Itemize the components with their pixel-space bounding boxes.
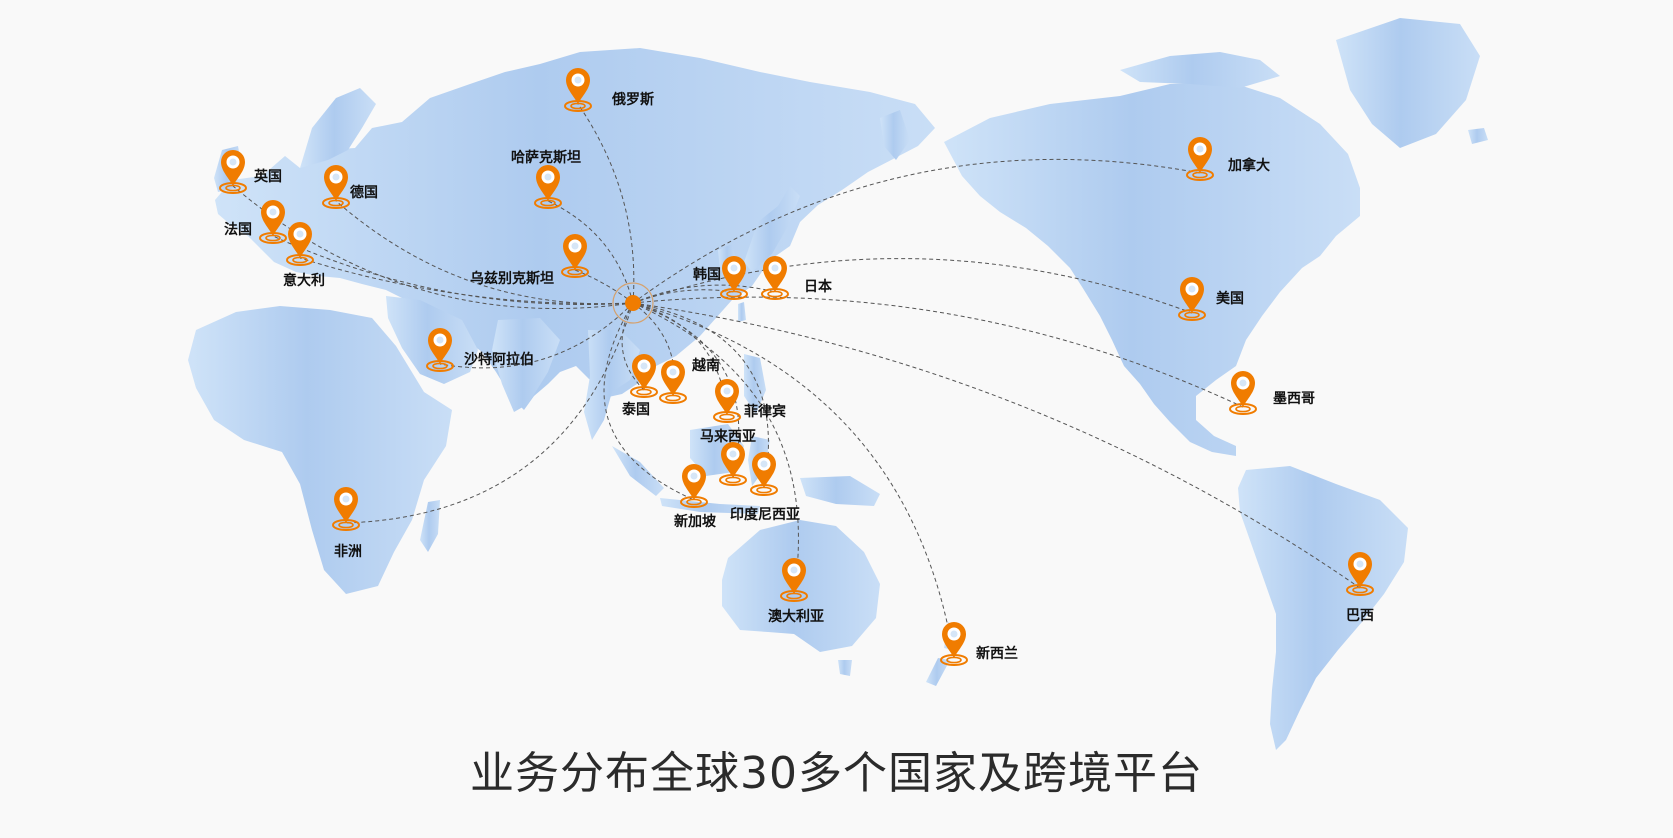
route-line-russia bbox=[577, 103, 635, 304]
route-lines bbox=[232, 103, 1361, 659]
location-label-usa: 美国 bbox=[1216, 290, 1244, 307]
location-pin-icon-newzealand[interactable] bbox=[940, 621, 968, 666]
location-label-saudi: 沙特阿拉伯 bbox=[464, 351, 534, 368]
location-label-mexico: 墨西哥 bbox=[1273, 391, 1315, 407]
tasmania-landmass bbox=[838, 660, 852, 676]
north-america-landmass bbox=[944, 82, 1360, 456]
scandinavia-landmass bbox=[300, 88, 376, 168]
iceland-landmass bbox=[1468, 128, 1488, 144]
indochina-landmass bbox=[584, 330, 640, 440]
location-label-indonesia: 印度尼西亚 bbox=[730, 506, 800, 523]
australia-landmass bbox=[722, 520, 880, 652]
location-label-france: 法国 bbox=[224, 221, 252, 238]
location-pin-icon-indonesia[interactable] bbox=[750, 451, 778, 496]
page-caption: 业务分布全球30多个国家及跨境平台 bbox=[470, 748, 1203, 799]
location-label-singapore: 新加坡 bbox=[674, 513, 717, 530]
south-america-landmass bbox=[1238, 466, 1408, 750]
location-label-vietnam: 越南 bbox=[691, 357, 720, 374]
location-label-brazil: 巴西 bbox=[1346, 608, 1374, 624]
new-zealand-south-landmass bbox=[926, 658, 950, 686]
sumatra-landmass bbox=[612, 446, 664, 496]
philippines-landmass bbox=[744, 354, 766, 414]
hub-ring bbox=[612, 282, 654, 324]
hub-marker bbox=[612, 282, 654, 324]
location-label-africa: 非洲 bbox=[334, 543, 362, 560]
location-label-canada: 加拿大 bbox=[1227, 157, 1270, 174]
location-label-philippines: 菲律宾 bbox=[744, 403, 786, 420]
route-line-canada bbox=[632, 158, 1201, 304]
route-line-philippines bbox=[632, 302, 728, 416]
location-pin-icon-vietnam[interactable] bbox=[659, 359, 687, 404]
hub-icon[interactable] bbox=[625, 295, 641, 311]
location-pin-icon-malaysia[interactable] bbox=[719, 441, 747, 486]
location-label-uk: 英国 bbox=[253, 168, 282, 185]
new-guinea-landmass bbox=[800, 476, 880, 506]
route-line-italy bbox=[299, 257, 634, 305]
greenland-landmass bbox=[1336, 18, 1480, 148]
route-line-thailand bbox=[621, 302, 645, 391]
location-label-thailand: 泰国 bbox=[621, 401, 650, 418]
route-line-australia bbox=[632, 302, 799, 595]
taiwan-landmass bbox=[738, 302, 746, 322]
eurasia-landmass bbox=[215, 48, 935, 410]
continents bbox=[188, 18, 1488, 750]
location-label-newzealand: 新西兰 bbox=[976, 645, 1018, 662]
route-line-japan bbox=[632, 284, 776, 304]
india-landmass bbox=[492, 318, 560, 412]
route-line-newzealand bbox=[632, 302, 955, 659]
japan-landmass bbox=[744, 186, 800, 272]
location-pin-icon-japan[interactable] bbox=[761, 255, 789, 300]
route-line-kazakhstan bbox=[547, 200, 634, 304]
location-label-japan: 日本 bbox=[804, 278, 833, 295]
location-pin-icon-mexico[interactable] bbox=[1229, 370, 1257, 415]
route-line-singapore bbox=[603, 302, 695, 501]
route-line-africa bbox=[345, 302, 634, 524]
location-label-uzbekistan: 乌兹别克斯坦 bbox=[470, 270, 554, 287]
route-line-malaysia bbox=[632, 302, 740, 479]
africa-landmass bbox=[188, 306, 452, 594]
arctic-islands-landmass bbox=[1120, 52, 1280, 88]
location-label-australia: 澳大利亚 bbox=[768, 608, 824, 625]
location-label-kazakhstan: 哈萨克斯坦 bbox=[511, 149, 581, 166]
madagascar-landmass bbox=[420, 500, 440, 552]
location-label-germany: 德国 bbox=[350, 184, 378, 201]
route-line-brazil bbox=[632, 302, 1361, 589]
route-line-saudi bbox=[439, 302, 634, 369]
location-pin-icon-philippines[interactable] bbox=[713, 378, 741, 423]
kamchatka-landmass bbox=[880, 110, 910, 160]
location-label-italy: 意大利 bbox=[283, 272, 325, 289]
location-label-malaysia: 马来西亚 bbox=[700, 429, 756, 445]
location-label-korea: 韩国 bbox=[693, 266, 721, 283]
location-pin-icon-thailand[interactable] bbox=[630, 353, 658, 398]
location-label-russia: 俄罗斯 bbox=[611, 91, 654, 108]
java-landmass bbox=[660, 498, 760, 514]
